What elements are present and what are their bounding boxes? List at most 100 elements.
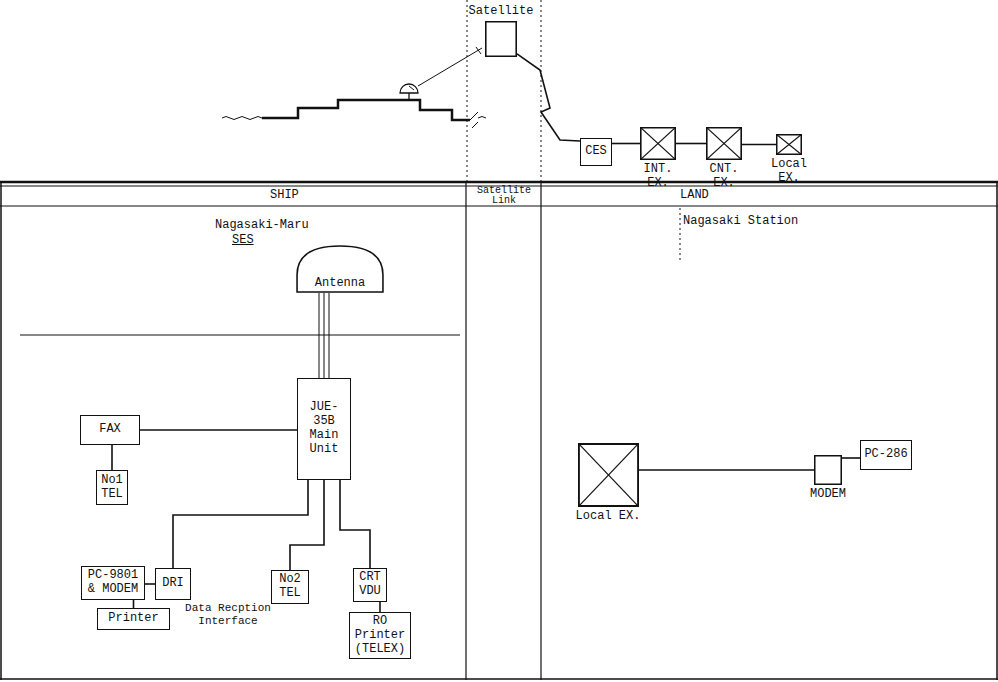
connector-line — [842, 457, 860, 459]
column-header: LAND — [680, 189, 709, 203]
connector-line — [612, 143, 640, 145]
text-group: PC-9801 & MODEM — [84, 569, 142, 597]
node-text: No2 TEL — [274, 573, 306, 601]
text-group: Local EX. — [570, 510, 646, 524]
shape — [776, 134, 802, 155]
fax-box: FAX — [80, 415, 140, 445]
column-header: SHIP — [270, 189, 299, 203]
node-text: DRI — [162, 577, 184, 591]
exchange-symbol — [776, 134, 802, 155]
connector — [133, 600, 134, 608]
node-text: FAX — [99, 423, 121, 437]
connector-line — [140, 429, 297, 431]
shape — [578, 443, 639, 507]
exchange-box: CNT. EX. — [700, 127, 748, 191]
exchange-symbol — [706, 127, 742, 160]
connector-line — [379, 602, 381, 612]
connector-line — [340, 480, 370, 568]
connector — [140, 430, 297, 431]
connector-line — [742, 144, 776, 146]
land-hatch — [470, 112, 478, 128]
column-header: Satellite Link — [468, 186, 540, 206]
box-outline — [485, 21, 517, 57]
telephone-box: No2 TEL — [271, 570, 309, 604]
computer-box: PC-286 — [860, 440, 912, 470]
satellite-box: Satellite — [464, 5, 538, 57]
node-text: RO Printer (TELEX) — [352, 615, 408, 656]
box-outline — [814, 455, 841, 484]
connector — [340, 480, 370, 568]
exchange-box: Local EX. — [764, 134, 814, 186]
connector — [639, 470, 815, 471]
cross-line — [776, 134, 801, 155]
ship-name: Nagasaki-Maru — [215, 219, 309, 233]
node-text: No1 TEL — [99, 474, 125, 502]
connector — [742, 144, 776, 145]
sea-wave — [478, 117, 486, 119]
connector-line — [676, 143, 706, 145]
node-text: CES — [585, 145, 607, 159]
text-group: Printer — [108, 612, 158, 626]
connector — [517, 54, 580, 141]
connector-line — [111, 445, 113, 470]
text-group: CNT. EX. — [700, 163, 748, 191]
dotted-divider — [541, 0, 542, 182]
display-box: CRT VDU — [353, 568, 387, 602]
box-outline — [706, 127, 741, 159]
table-border — [996, 182, 998, 680]
text-group: CES — [585, 145, 607, 159]
cross-line — [578, 444, 638, 507]
cross-line — [640, 127, 675, 159]
land-terrain — [262, 100, 470, 120]
sea-wave — [222, 117, 262, 120]
dish-antenna — [400, 84, 418, 93]
connector-line — [173, 480, 308, 568]
dotted-divider — [467, 0, 468, 182]
node-text: CRT VDU — [356, 571, 384, 599]
cross-line — [640, 127, 675, 159]
connector — [380, 602, 381, 612]
node-text: MODEM — [796, 488, 860, 502]
box-outline — [578, 444, 638, 507]
connector — [173, 480, 308, 568]
connector — [612, 143, 640, 144]
text-group: FAX — [99, 423, 121, 437]
dish-stand — [408, 93, 409, 100]
interface-box: DRI — [155, 568, 191, 600]
node-text: PC-9801 & MODEM — [84, 569, 142, 597]
shape — [485, 21, 517, 57]
deck-line — [20, 335, 460, 336]
connector — [676, 143, 706, 144]
text-group: MODEM — [796, 488, 860, 502]
text-group: DRI — [162, 577, 184, 591]
text-group: JUE- 35B Main Unit — [300, 401, 348, 456]
text-group: INT. EX. — [634, 163, 682, 191]
connector — [145, 584, 155, 585]
node-text: INT. EX. — [634, 163, 682, 191]
connector — [319, 293, 329, 378]
exchange-symbol — [640, 127, 676, 160]
dotted-divider — [680, 208, 681, 262]
uplink-line — [418, 48, 482, 86]
text-group: RO Printer (TELEX) — [352, 615, 408, 656]
exchange-box: Local EX. — [570, 443, 646, 524]
connector-line — [145, 583, 155, 585]
cross-line — [776, 134, 801, 155]
table-border — [0, 182, 2, 680]
connector — [290, 480, 324, 570]
text-group: CRT VDU — [356, 571, 384, 599]
text-group: No1 TEL — [99, 474, 125, 502]
cross-line — [706, 127, 741, 159]
computer-box: PC-9801 & MODEM — [81, 566, 145, 600]
main-unit-box: JUE- 35B Main Unit — [297, 378, 351, 480]
text-group: No2 TEL — [274, 573, 306, 601]
box-outline — [776, 134, 801, 155]
ces-box: CES — [580, 138, 612, 166]
cross-line — [578, 444, 638, 507]
modem-box: MODEM — [796, 455, 860, 502]
shape — [706, 127, 742, 160]
